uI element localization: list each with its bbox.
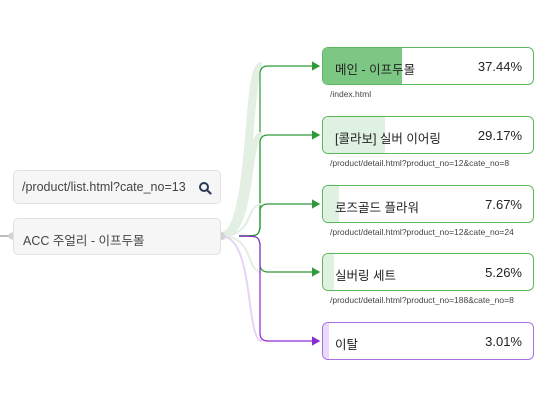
destination-share-fill bbox=[323, 254, 335, 290]
destination-label: 실버링 세트 bbox=[335, 269, 396, 283]
source-page-title: ACC 주얼리 - 이프두몰 bbox=[23, 234, 145, 248]
destination-url: /product/detail.html?product_no=188&cate… bbox=[330, 295, 514, 305]
destination-share-fill bbox=[323, 48, 403, 84]
flow-arrow bbox=[238, 235, 321, 346]
destination-url: /product/detail.html?product_no=12&cate_… bbox=[330, 227, 514, 237]
flow-band bbox=[220, 235, 263, 342]
destination-label: 로즈골드 플라워 bbox=[335, 201, 419, 215]
source-path-text: /product/list.html?cate_no=13 bbox=[22, 180, 186, 194]
destination-page[interactable]: 로즈골드 플라워 7.67% bbox=[322, 185, 534, 223]
source-page-box[interactable]: ACC 주얼리 - 이프두몰 bbox=[13, 218, 221, 255]
destination-label: [콜라보] 실버 이어링 bbox=[335, 132, 441, 146]
destination-share-fill bbox=[323, 323, 330, 359]
destination-page[interactable]: 메인 - 이프두몰 37.44% bbox=[322, 47, 534, 85]
destination-share-fill bbox=[323, 117, 385, 153]
flow-arrow bbox=[238, 199, 321, 237]
flow-band bbox=[220, 203, 263, 237]
destination-percent: 37.44% bbox=[477, 59, 522, 74]
search-icon[interactable] bbox=[198, 181, 212, 195]
destination-percent: 7.67% bbox=[485, 197, 522, 212]
destination-share-fill bbox=[323, 186, 340, 222]
destination-exit[interactable]: 이탈 3.01% bbox=[322, 322, 534, 360]
destination-label: 메인 - 이프두몰 bbox=[335, 63, 416, 77]
destination-url: /product/detail.html?product_no=12&cate_… bbox=[330, 158, 510, 168]
destination-page[interactable]: [콜라보] 실버 이어링 29.17% bbox=[322, 116, 534, 154]
destination-percent: 5.26% bbox=[485, 265, 522, 280]
flow-band bbox=[220, 131, 264, 240]
flow-arrow bbox=[238, 235, 321, 277]
destination-percent: 29.17% bbox=[477, 128, 522, 143]
destination-page[interactable]: 실버링 세트 5.26% bbox=[322, 253, 534, 291]
destination-percent: 3.01% bbox=[485, 334, 522, 349]
source-path-box[interactable]: /product/list.html?cate_no=13 bbox=[13, 170, 221, 204]
destination-label: 이탈 bbox=[335, 338, 359, 352]
flow-band bbox=[220, 235, 263, 273]
destination-url: /index.html bbox=[330, 89, 372, 99]
